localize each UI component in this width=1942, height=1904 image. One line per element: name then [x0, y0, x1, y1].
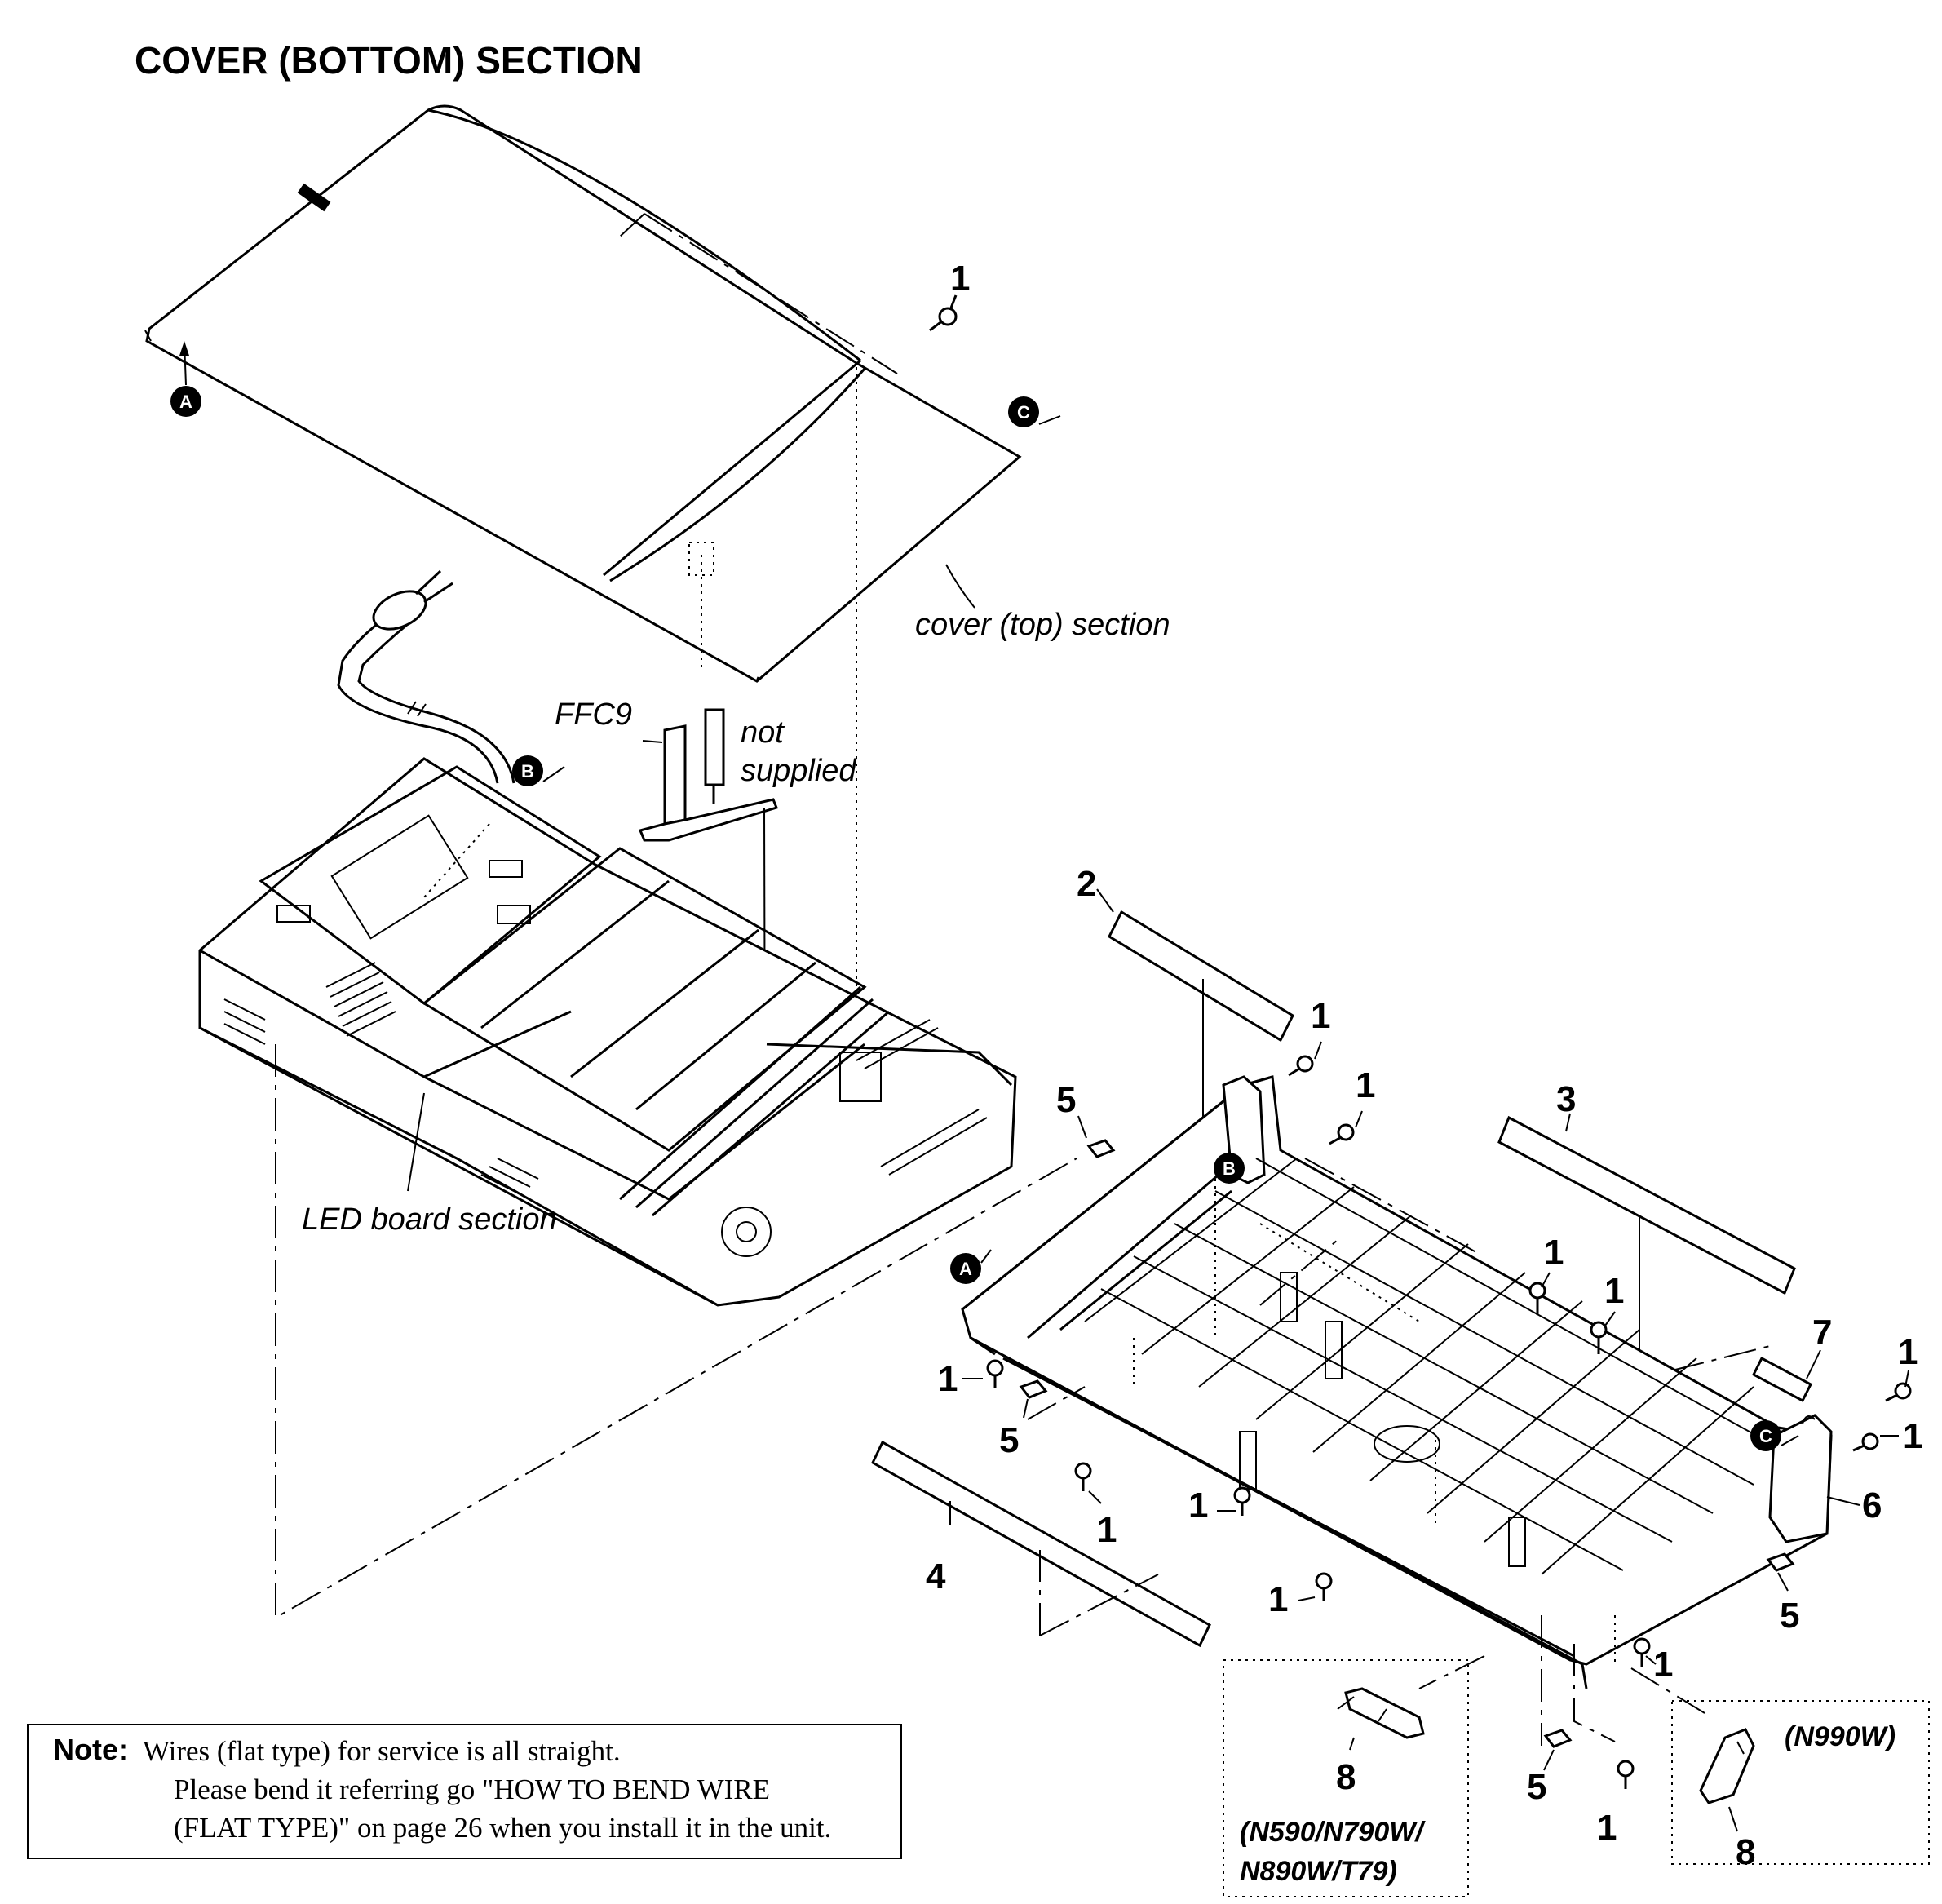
- cover-bottom-tray: [961, 1075, 1860, 1746]
- power-cord: [337, 569, 515, 784]
- sheet-part-4: [871, 1440, 1211, 1648]
- ffc9-flat-cable: [638, 724, 779, 842]
- part-number-3: 3: [1556, 1079, 1576, 1119]
- reference-marker-a-tray: A: [950, 1249, 992, 1284]
- led-board-section-label: LED board section: [302, 1202, 557, 1237]
- note-line-2: Please bend it referring go "HOW TO BEND…: [174, 1773, 771, 1805]
- part-number-1: 1: [1268, 1579, 1288, 1619]
- svg-text:A: A: [959, 1259, 972, 1279]
- part-number-5: 5: [1527, 1767, 1546, 1807]
- svg-text:A: A: [179, 392, 192, 412]
- part-number-1: 1: [938, 1359, 958, 1399]
- svg-text:B: B: [1223, 1158, 1236, 1179]
- part-number-1: 1: [1903, 1416, 1922, 1456]
- diagram-title: COVER (BOTTOM) SECTION: [135, 39, 643, 82]
- reference-marker-c-tray: C: [1750, 1420, 1799, 1451]
- not-supplied-label-2: supplied: [741, 754, 857, 788]
- svg-text:C: C: [1759, 1426, 1772, 1446]
- part-number-4: 4: [926, 1556, 946, 1596]
- part-number-1: 1: [1097, 1510, 1117, 1550]
- part-number-7: 7: [1812, 1313, 1832, 1353]
- part-number-1: 1: [950, 259, 970, 299]
- variant-label-left-1: (N590/N790W/: [1240, 1817, 1426, 1848]
- note-line-1: Wires (flat type) for service is all str…: [143, 1735, 621, 1767]
- part-number-8: 8: [1736, 1832, 1755, 1872]
- screw-1-top: [929, 307, 958, 332]
- feet-5: [1019, 1115, 1795, 1771]
- part-number-5: 5: [999, 1420, 1019, 1460]
- reference-marker-b-tray: B: [1214, 1153, 1245, 1184]
- part-number-1: 1: [1311, 996, 1330, 1036]
- cover-top-part: [144, 104, 1022, 987]
- svg-text:C: C: [1017, 402, 1030, 423]
- reference-marker-b-chassis: B: [512, 755, 565, 786]
- part-number-1: 1: [1898, 1332, 1918, 1372]
- note-label: Note:: [53, 1733, 128, 1766]
- part-number-2: 2: [1077, 864, 1096, 904]
- reference-marker-c: C: [1008, 396, 1061, 427]
- part-number-6: 6: [1862, 1486, 1882, 1525]
- svg-text:B: B: [521, 761, 534, 782]
- part-number-1: 1: [1653, 1645, 1673, 1685]
- screws-1: [962, 1041, 1912, 1789]
- note-line-3: (FLAT TYPE)" on page 26 when you install…: [174, 1812, 832, 1844]
- variant-label-right: (N990W): [1785, 1721, 1896, 1752]
- cover-top-section-label: cover (top) section: [915, 608, 1170, 642]
- not-supplied-label-1: not: [741, 715, 785, 750]
- part-number-5: 5: [1056, 1080, 1076, 1120]
- not-supplied-cable: [704, 708, 725, 804]
- bracket-part-8-left: [1337, 1687, 1425, 1751]
- ffc9-label: FFC9: [555, 697, 632, 732]
- part-number-1: 1: [1597, 1808, 1617, 1848]
- part-number-8: 8: [1336, 1757, 1356, 1797]
- part-number-5: 5: [1780, 1596, 1799, 1636]
- variant-box-left: [1223, 1659, 1469, 1897]
- bracket-part-8-right: [1699, 1728, 1755, 1832]
- reference-marker-a: A: [170, 341, 201, 417]
- part-number-1: 1: [1356, 1065, 1375, 1105]
- part-number-1: 1: [1188, 1486, 1208, 1525]
- note-box: Note: Wires (flat type) for service is a…: [27, 1724, 902, 1859]
- part-number-1: 1: [1544, 1233, 1564, 1273]
- variant-box-right: [1671, 1700, 1930, 1865]
- part-number-1: 1: [1604, 1271, 1624, 1311]
- main-chassis-assembly: [198, 757, 1017, 1307]
- variant-label-left-2: N890W/T79): [1240, 1856, 1397, 1887]
